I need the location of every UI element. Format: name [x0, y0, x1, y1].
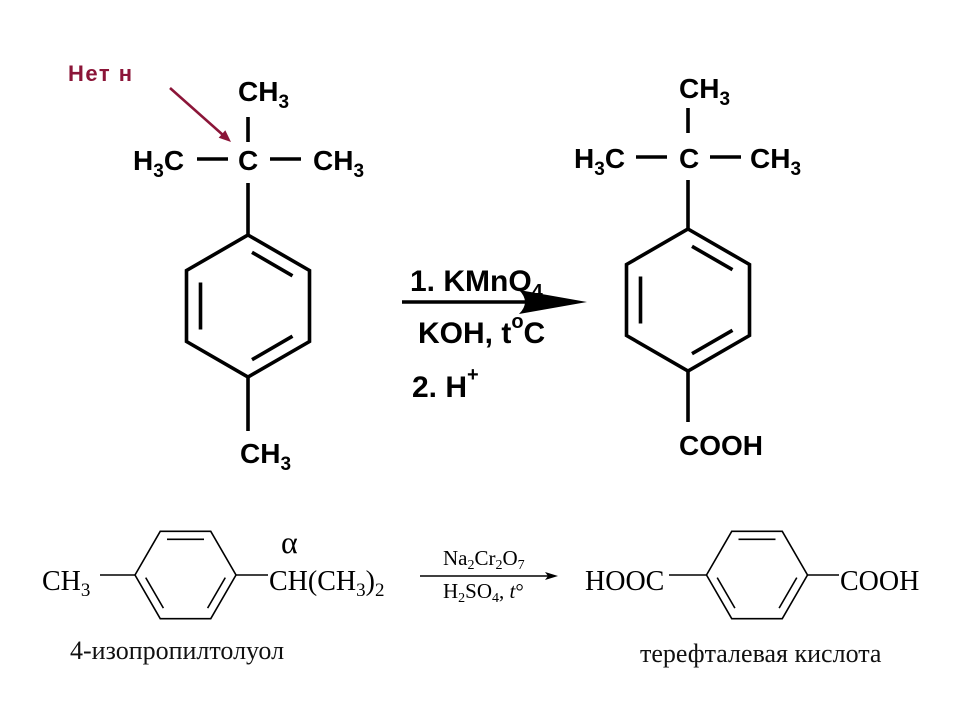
formula-part: H	[574, 143, 594, 174]
reactant-name: 4-изопропилтолуол	[70, 636, 284, 665]
double-bond-line	[691, 244, 734, 272]
formula-part: )	[366, 566, 375, 597]
formula-part: CH	[313, 145, 353, 176]
double-bond-line	[691, 328, 734, 356]
formula-part: Cr	[475, 546, 496, 570]
formula-part: Na	[443, 546, 468, 570]
formula-part: O	[503, 546, 518, 570]
reaction-conditions: Na2Cr2O7 H2SO4, t°	[420, 546, 558, 606]
methyl-right-label: CH3	[750, 143, 801, 180]
subscript: 2	[468, 558, 475, 573]
subscript: 7	[518, 558, 525, 573]
central-carbon-label: C	[679, 143, 699, 174]
formula-part: H	[133, 145, 153, 176]
double-bond-line	[145, 577, 165, 609]
double-bond-line	[778, 577, 798, 609]
subscript: 2	[458, 591, 465, 606]
product-molecule: CH3 H3C C CH3 COOH	[574, 73, 801, 461]
reaction-conditions: 1. KMnO4 KOH, toC 2. H+	[402, 265, 587, 404]
reaction-arrow-head	[519, 290, 587, 314]
benzene-ring	[134, 530, 237, 620]
subscript: 3	[790, 159, 801, 180]
alpha-position-label: α	[281, 524, 298, 560]
formula-part: KOH, t	[418, 317, 511, 350]
annotation-no-hydrogen: Нет н	[68, 61, 231, 142]
degree-symbol: °	[515, 579, 523, 603]
annotation-arrow-shaft	[169, 87, 224, 136]
subscript: 3	[81, 580, 91, 601]
formula-part: SO	[465, 579, 492, 603]
step2-reagent: 2. H+	[412, 364, 479, 404]
methyl-left-label: H3C	[133, 145, 184, 182]
superscript: o	[511, 311, 523, 333]
product-molecule: HOOC COOH терефталевая кислота	[585, 530, 919, 668]
top-reaction: Нет н CH3 H3C C CH3 CH3 1. KMnO4 KO	[68, 61, 801, 475]
oxidant-formula: Na2Cr2O7	[443, 546, 525, 573]
step1-medium: KOH, toC	[418, 311, 545, 350]
formula-part: CH	[750, 143, 790, 174]
bottom-reaction: CH3 α CH(CH3)2 4-изопропилтолуол Na2Cr2O…	[42, 524, 919, 668]
subscript: 2	[375, 580, 385, 601]
methyl-top-label: CH3	[679, 73, 730, 110]
annotation-label: Нет н	[68, 61, 134, 86]
subscript: 3	[353, 161, 364, 182]
formula-part: CH(CH	[269, 566, 356, 597]
reaction-arrow-head	[545, 572, 558, 580]
reactant-molecule: CH3 α CH(CH3)2 4-изопропилтолуол	[42, 524, 384, 665]
carboxyl-label: COOH	[679, 430, 763, 461]
benzene-ring	[705, 530, 809, 620]
formula-part: 1. KMnO	[410, 265, 532, 298]
subscript: 2	[496, 558, 503, 573]
formula-part: H	[443, 579, 458, 603]
subscript: 3	[280, 454, 291, 475]
benzene-ring	[184, 232, 312, 380]
formula-part: CH	[238, 76, 278, 107]
double-bond-line	[251, 250, 294, 278]
formula-part: C	[524, 317, 546, 350]
formula-part: ,	[499, 579, 510, 603]
subscript: 4	[492, 591, 499, 606]
methyl-left-label: H3C	[574, 143, 625, 180]
superscript: +	[467, 364, 479, 386]
methyl-right-label: CH3	[313, 145, 364, 182]
double-bond-line	[716, 577, 736, 609]
subscript: 3	[594, 159, 605, 180]
subscript: 3	[153, 161, 164, 182]
carboxyl-right-label: COOH	[840, 566, 919, 597]
carboxyl-left-label: HOOC	[585, 566, 664, 597]
formula-part: CH	[679, 73, 719, 104]
formula-part: C	[164, 145, 184, 176]
annotation-arrow-head	[218, 130, 231, 142]
formula-part: 2. H	[412, 371, 467, 404]
isopropyl-label: CH(CH3)2	[269, 566, 384, 601]
step1-reagent: 1. KMnO4	[410, 265, 544, 303]
benzene-ring	[624, 226, 752, 374]
subscript: 3	[356, 580, 366, 601]
reactant-molecule: CH3 H3C C CH3 CH3	[133, 76, 364, 475]
subscript: 3	[719, 89, 730, 110]
double-bond-line	[206, 577, 226, 609]
product-name: терефталевая кислота	[640, 639, 882, 668]
central-carbon-label: C	[238, 145, 258, 176]
formula-part: C	[605, 143, 625, 174]
subscript: 3	[278, 92, 289, 113]
formula-part: CH	[240, 438, 280, 469]
formula-part: CH	[42, 566, 81, 597]
double-bond-line	[251, 334, 294, 362]
acid-formula: H2SO4, t°	[443, 579, 524, 606]
methyl-top-label: CH3	[238, 76, 289, 113]
methyl-bottom-label: CH3	[240, 438, 291, 475]
temperature-symbol: t	[510, 579, 517, 603]
methyl-label: CH3	[42, 566, 90, 601]
